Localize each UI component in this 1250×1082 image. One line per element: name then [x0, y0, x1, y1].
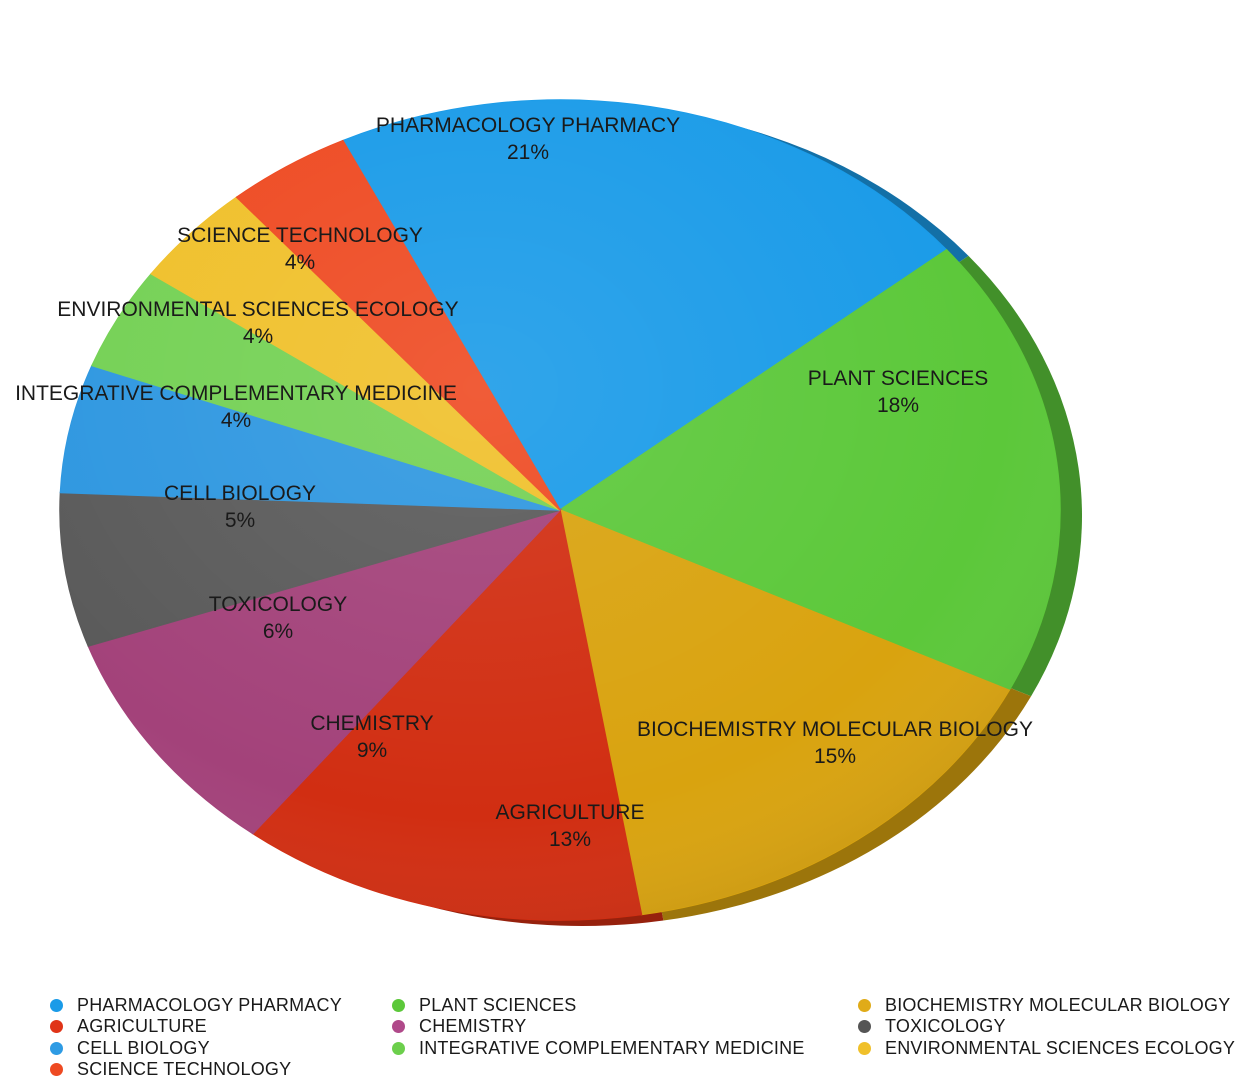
- legend-dot-icon: [50, 1020, 63, 1033]
- legend-item: CELL BIOLOGY: [50, 1037, 210, 1059]
- legend-label: SCIENCE TECHNOLOGY: [77, 1059, 292, 1079]
- slice-value-label: 5%: [225, 509, 255, 532]
- slice-value-label: 13%: [549, 828, 591, 851]
- slice-label: PHARMACOLOGY PHARMACY: [376, 114, 680, 137]
- slice-label: ENVIRONMENTAL SCIENCES ECOLOGY: [57, 298, 458, 321]
- slice-label: CELL BIOLOGY: [164, 482, 316, 505]
- legend-label: CELL BIOLOGY: [77, 1037, 210, 1058]
- legend-item: TOXICOLOGY: [858, 1016, 1006, 1038]
- slice-value-label: 6%: [263, 620, 293, 643]
- slice-label: SCIENCE TECHNOLOGY: [177, 224, 423, 247]
- legend-dot-icon: [392, 1020, 405, 1033]
- legend-item: PLANT SCIENCES: [392, 994, 577, 1016]
- slice-label: BIOCHEMISTRY MOLECULAR BIOLOGY: [637, 718, 1033, 741]
- legend-dot-icon: [392, 998, 405, 1012]
- slice-label: TOXICOLOGY: [209, 593, 347, 616]
- legend-dot-icon: [50, 1041, 63, 1055]
- legend-item: CHEMISTRY: [392, 1016, 526, 1038]
- slice-label: INTEGRATIVE COMPLEMENTARY MEDICINE: [15, 382, 457, 405]
- legend-label: PLANT SCIENCES: [419, 994, 577, 1015]
- legend-label: ENVIRONMENTAL SCIENCES ECOLOGY: [885, 1037, 1236, 1058]
- slice-label: PLANT SCIENCES: [808, 367, 989, 390]
- legend-item: ENVIRONMENTAL SCIENCES ECOLOGY: [858, 1037, 1235, 1059]
- slice-label: AGRICULTURE: [496, 801, 645, 824]
- legend-item: SCIENCE TECHNOLOGY: [50, 1059, 291, 1081]
- chart-legend: PHARMACOLOGY PHARMACY PLANT SCIENCES BIOCH…: [50, 994, 1245, 1080]
- slice-value-label: 18%: [877, 394, 919, 417]
- slice-value-label: 4%: [243, 325, 273, 348]
- legend-label: INTEGRATIVE COMPLEMENTARY MEDICINE: [419, 1037, 805, 1058]
- slice-layer: [59, 99, 1061, 921]
- legend-dot-icon: [858, 998, 871, 1012]
- legend-dot-icon: [50, 998, 63, 1012]
- legend-dot-icon: [858, 1041, 871, 1055]
- legend-dot-icon: [392, 1041, 405, 1055]
- legend-label: AGRICULTURE: [77, 1016, 207, 1036]
- slice-label-layer: PHARMACOLOGY PHARMACY 21% PLANT SCIENCES 18…: [15, 114, 1033, 851]
- legend-label: PHARMACOLOGY PHARMACY: [77, 994, 342, 1015]
- legend-item: INTEGRATIVE COMPLEMENTARY MEDICINE: [392, 1037, 805, 1059]
- slice-value-label: 4%: [221, 409, 251, 432]
- legend-item: PHARMACOLOGY PHARMACY: [50, 994, 342, 1016]
- slice-value-label: 9%: [357, 739, 387, 762]
- legend-label: BIOCHEMISTRY MOLECULAR BIOLOGY: [885, 994, 1231, 1015]
- legend-item: AGRICULTURE: [50, 1016, 207, 1038]
- slice-value-label: 15%: [814, 745, 856, 768]
- legend-label: TOXICOLOGY: [885, 1016, 1006, 1036]
- legend-label: CHEMISTRY: [419, 1016, 527, 1036]
- slice-value-label: 4%: [285, 251, 315, 274]
- slice-label: CHEMISTRY: [310, 712, 433, 735]
- pie-chart: PHARMACOLOGY PHARMACY 21% PLANT SCIENCES 18…: [15, 99, 1082, 927]
- legend-dot-icon: [50, 1063, 63, 1076]
- slice-value-label: 21%: [507, 141, 549, 164]
- legend-item: BIOCHEMISTRY MOLECULAR BIOLOGY: [858, 994, 1230, 1016]
- legend-dot-icon: [858, 1020, 871, 1033]
